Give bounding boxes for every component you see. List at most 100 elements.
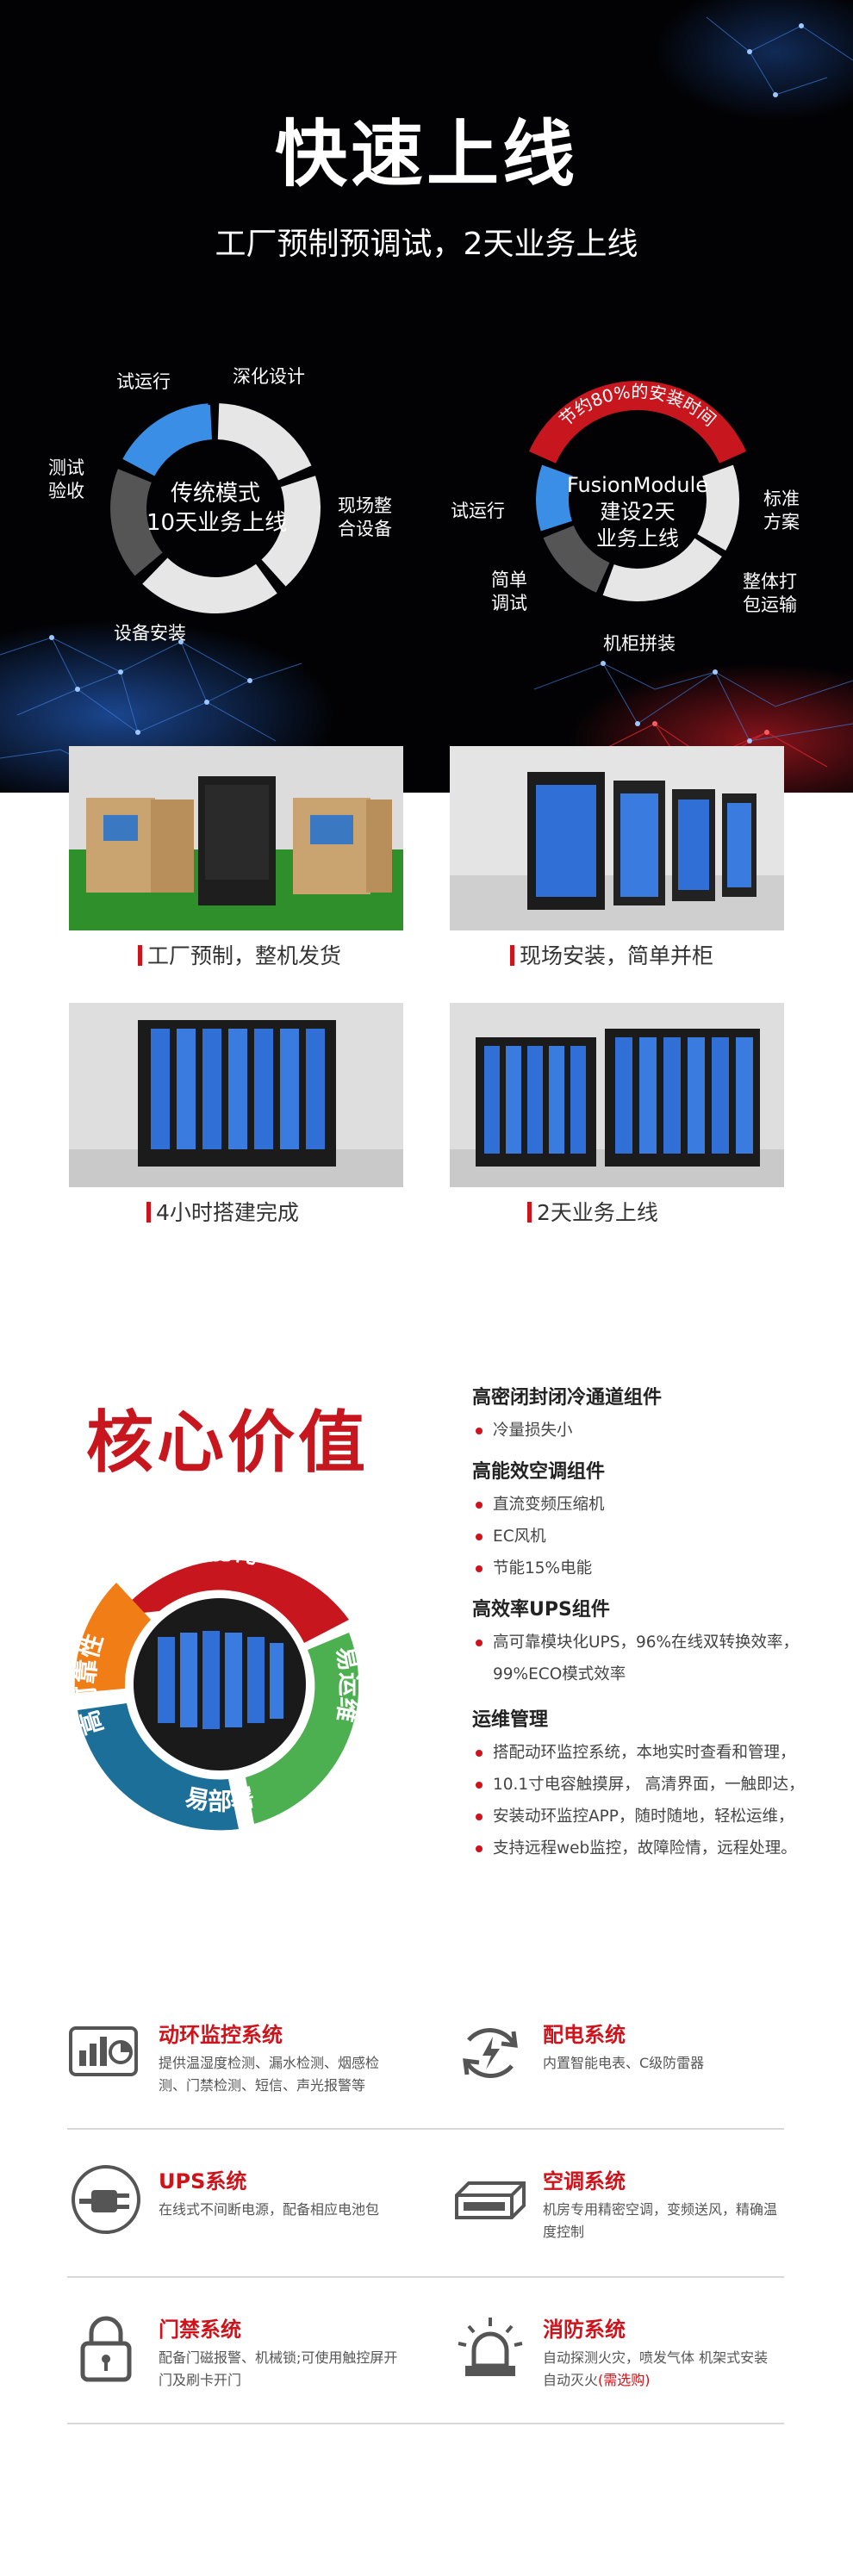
fusion-label-package: 整体打 包运输 (743, 570, 797, 617)
trad-label-site-prepare: 现场整 合设备 (338, 495, 392, 541)
ring-segment-deepen-design (217, 403, 312, 481)
system-air-conditioning: 空调系统 机房专用精密空调，变频送风，精确温度控制 (451, 2161, 779, 2247)
padlock-icon (80, 2316, 132, 2382)
fusion-package-line-2: 包运输 (743, 594, 797, 615)
feature-item-text: 搭配动环监控系统，本地实时查看和管理， (493, 1744, 796, 1762)
feature-item: 搭配动环监控系统，本地实时查看和管理， (472, 1737, 834, 1769)
feature-item-text: 支持远程web监控，故障险情，远程处理。 (493, 1839, 797, 1857)
ring-segment-test-accept (110, 469, 163, 576)
feature-item-text: EC风机 (493, 1528, 546, 1546)
fusion-label-trial-run: 试运行 (451, 501, 505, 521)
system-title: 配电系统 (543, 2023, 626, 2047)
bullet-dot (476, 1782, 483, 1789)
fusion-label-debug: 简单 调试 (491, 569, 527, 615)
feature-item-text: 节能15%电能 (493, 1559, 593, 1577)
system-title: UPS系统 (159, 2169, 247, 2193)
fusion-module-ring: 节约80%的安装时间 (528, 381, 747, 601)
feature-item: 冷量损失小 (472, 1415, 834, 1447)
trad-test-line-1: 测试 (48, 457, 84, 478)
wheel-label-top: 低能耗 (178, 1536, 259, 1569)
bullet-dot (476, 1502, 483, 1509)
hero-section: 快速上线 工厂预制预调试，2天业务上线 传统模式 10天业务上线 试运行 深化设… (0, 0, 853, 793)
fusion-center-line-2: 建设2天 (600, 500, 676, 524)
system-desc-text: 自动探测火灾，喷发气体 机架式安装 自动灭火 (543, 2349, 769, 2388)
fusion-center-line-3: 业务上线 (596, 526, 679, 551)
feature-ups: 高效率UPS组件 高可靠模块化UPS，96%在线双转换效率， 99%ECO模式效… (472, 1594, 834, 1690)
photo-4h-build (69, 1003, 403, 1187)
photo-caption-2: 现场安装，简单并柜 (510, 939, 713, 970)
feature-item-text: 直流变频压缩机 (493, 1496, 605, 1514)
trad-label-test-accept: 测试 验收 (48, 457, 84, 503)
feature-item: 节能15%电能 (472, 1552, 834, 1584)
ring-segment-trial-run (536, 464, 573, 532)
caption-text: 现场安装，简单并柜 (520, 943, 714, 968)
page-subtitle: 工厂预制预调试，2天业务上线 (215, 227, 638, 262)
fusion-label-standard: 标准 方案 (763, 488, 800, 534)
bullet-dot (476, 1534, 483, 1540)
ring-segment-debug (543, 525, 610, 593)
system-desc: 配备门磁报警、机械锁;可使用触控屏开门及刷卡开门 (159, 2349, 398, 2388)
feature-heading: 高效率UPS组件 (472, 1599, 610, 1621)
fusion-label-assemble: 机柜拼装 (603, 633, 676, 654)
photo-2day-online (450, 1003, 784, 1187)
system-fire-protection: 消防系统 自动探测火灾，喷发气体 机架式安装 自动灭火(需选购) (451, 2309, 779, 2395)
photo-caption-1: 工厂预制，整机发货 (138, 939, 341, 970)
ring-segment-install (142, 557, 277, 613)
core-value-wheel: 低能耗 易运维 易部署 高可靠性 (72, 1536, 364, 1831)
fusion-center-line-1: FusionModule (566, 473, 709, 497)
system-title: 空调系统 (543, 2169, 626, 2193)
feature-heading: 高密闭封闭冷通道组件 (472, 1387, 663, 1409)
caption-text: 2天业务上线 (537, 1200, 658, 1225)
trad-label-install: 设备安装 (114, 623, 186, 644)
feature-air-conditioning: 高能效空调组件 直流变频压缩机 EC风机 节能15%电能 (472, 1456, 834, 1584)
ring-segment-site-prepare (261, 476, 321, 587)
fusion-ring-center: FusionModule 建设2天 业务上线 (551, 472, 724, 552)
trad-site-line-1: 现场整 (338, 495, 392, 516)
system-title: 动环监控系统 (159, 2023, 283, 2047)
bullet-dot (476, 1750, 483, 1757)
feature-item-continuation: 99%ECO模式效率 (472, 1658, 834, 1690)
alarm-light-icon (458, 2318, 523, 2376)
system-title: 消防系统 (543, 2318, 626, 2342)
caption-marker (527, 1202, 532, 1223)
optional-note: (需选购) (598, 2372, 651, 2388)
photo-caption-4: 2天业务上线 (527, 1196, 658, 1227)
feature-heading: 运维管理 (472, 1709, 549, 1731)
system-access-control: 门禁系统 配备门磁报警、机械锁;可使用触控屏开门及刷卡开门 (67, 2309, 397, 2395)
feature-item-text: 冷量损失小 (493, 1422, 573, 1440)
photo-site-install (450, 746, 784, 930)
feature-item: 高可靠模块化UPS，96%在线双转换效率， (472, 1627, 834, 1658)
trad-test-line-2: 验收 (48, 481, 84, 501)
system-desc: 自动探测火灾，喷发气体 机架式安装 自动灭火(需选购) (543, 2347, 784, 2392)
fusion-debug-line-2: 调试 (491, 593, 527, 613)
feature-item-text: 10.1寸电容触摸屏， 高清界面，一触即达， (493, 1776, 805, 1794)
ring-arc-saving (528, 381, 747, 464)
system-desc: 在线式不间断电源，配备相应电池包 (159, 2201, 380, 2218)
air-conditioner-icon (455, 2181, 526, 2219)
feature-cold-aisle: 高密闭封闭冷通道组件 冷量损失小 (472, 1382, 834, 1447)
feature-item-text: 99%ECO模式效率 (493, 1665, 626, 1683)
feature-item: 直流变频压缩机 (472, 1489, 834, 1521)
feature-item: 支持远程web监控，故障险情，远程处理。 (472, 1832, 834, 1864)
ring-segment-standard (703, 473, 724, 515)
fusion-standard-line-2: 方案 (763, 512, 800, 532)
caption-marker (146, 1202, 151, 1223)
bullet-dot (476, 1814, 483, 1820)
caption-text: 工厂预制，整机发货 (147, 943, 342, 968)
fusion-standard-line-1: 标准 (763, 488, 800, 509)
fusion-debug-line-1: 简单 (491, 569, 527, 590)
caption-marker (510, 945, 514, 966)
core-value-title: 核心价值 (86, 1404, 370, 1482)
ring-segment-assemble (602, 538, 722, 601)
traditional-ring-center: 传统模式 10天业务上线 (146, 479, 287, 538)
section-divider (67, 2423, 784, 2424)
trad-site-line-2: 合设备 (338, 519, 392, 539)
section-divider (67, 2128, 784, 2130)
fusion-package-line-1: 整体打 (743, 571, 797, 592)
wheel-server-image (158, 1631, 283, 1729)
trad-label-trial-run: 试运行 (116, 371, 171, 392)
system-ups: UPS系统 在线式不间断电源，配备相应电池包 (67, 2161, 395, 2247)
system-title: 门禁系统 (159, 2318, 241, 2342)
bullet-dot (476, 1565, 483, 1572)
caption-text: 4小时搭建完成 (156, 1200, 299, 1225)
